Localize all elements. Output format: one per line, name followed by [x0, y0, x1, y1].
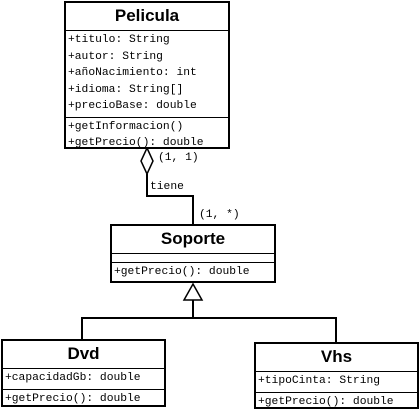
generalization-line-dvd [82, 300, 193, 340]
operation: +getPrecio(): double [114, 264, 272, 281]
generalization-triangle [184, 284, 202, 300]
class-soporte: Soporte +getPrecio(): double [110, 224, 276, 283]
operations-section: +getPrecio(): double [3, 390, 164, 410]
operations-section: +getPrecio(): double [256, 393, 417, 412]
multiplicity-whole: (1, 1) [158, 151, 199, 165]
operation: +getPrecio(): double [68, 135, 226, 152]
generalization-line-vhs [193, 318, 336, 343]
class-vhs: Vhs +tipoCinta: String +getPrecio(): dou… [254, 342, 419, 409]
attributes-section: +capacidadGb: double [3, 369, 164, 390]
attribute: +precioBase: double [68, 98, 226, 115]
operation: +getPrecio(): double [5, 391, 162, 408]
attribute: +capacidadGb: double [5, 370, 162, 387]
attribute: +autor: String [68, 49, 226, 66]
operation: +getInformacion() [68, 119, 226, 136]
multiplicity-part: (1, *) [199, 208, 240, 222]
class-name: Dvd [3, 341, 164, 369]
attributes-section: +tipoCinta: String [256, 372, 417, 393]
attribute: +titulo: String [68, 32, 226, 49]
attribute: +idioma: String[] [68, 82, 226, 99]
attributes-section [112, 254, 274, 263]
aggregation-label: tiene [150, 180, 184, 194]
operations-section: +getInformacion() +getPrecio(): double [66, 118, 228, 154]
operations-section: +getPrecio(): double [112, 263, 274, 283]
attribute: +tipoCinta: String [258, 373, 415, 390]
class-pelicula: Pelicula +titulo: String +autor: String … [64, 1, 230, 149]
operation: +getPrecio(): double [258, 394, 415, 411]
attributes-section: +titulo: String +autor: String +añoNacim… [66, 31, 228, 118]
attribute: +añoNacimiento: int [68, 65, 226, 82]
class-name: Soporte [112, 226, 274, 254]
class-dvd: Dvd +capacidadGb: double +getPrecio(): d… [1, 339, 166, 407]
class-name: Pelicula [66, 3, 228, 31]
class-name: Vhs [256, 344, 417, 372]
